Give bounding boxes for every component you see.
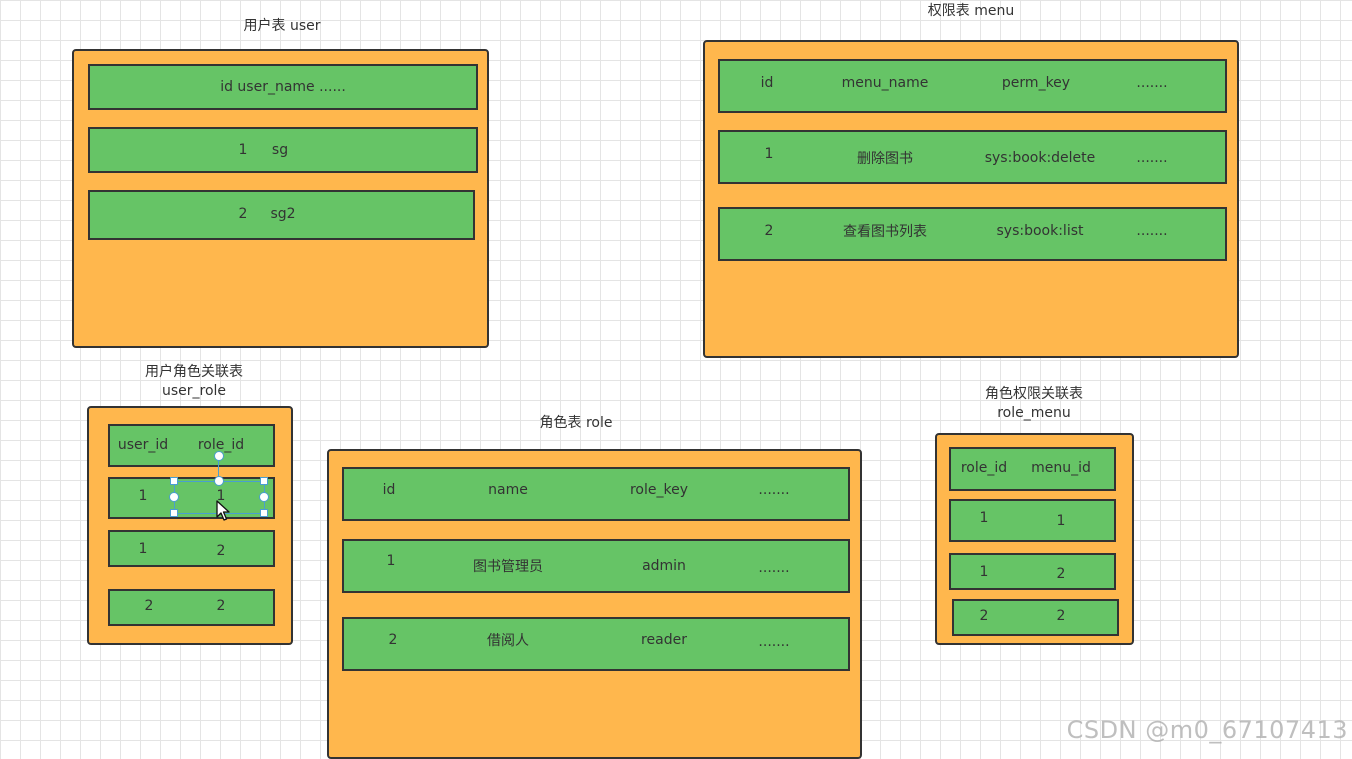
rotation-handle[interactable]: [214, 451, 224, 461]
menu-table-row[interactable]: 1 删除图书 sys:book:delete .......: [718, 130, 1227, 184]
user-name-cell: sg: [271, 142, 289, 158]
role-menu-row[interactable]: 1 1: [949, 499, 1116, 542]
role-menu-role-id-cell: 1: [979, 510, 989, 526]
user-role-row[interactable]: 1 2: [108, 530, 275, 567]
role-menu-role-id-cell: 1: [979, 564, 989, 580]
role-table-row[interactable]: 2 借阅人 reader .......: [342, 617, 850, 671]
resize-handle-bottom-right[interactable]: [260, 509, 268, 517]
menu-perm-key-cell: sys:book:list: [996, 223, 1084, 239]
role-menu-header-row[interactable]: role_id menu_id: [949, 447, 1116, 491]
user-name-cell: sg2: [270, 206, 296, 222]
role-menu-header-menu-id: menu_id: [1031, 460, 1091, 476]
user-role-header-row[interactable]: user_id role_id: [108, 424, 275, 467]
csdn-watermark: CSDN @m0_67107413: [1066, 716, 1348, 744]
menu-table[interactable]: id menu_name perm_key ....... 1 删除图书 sys…: [703, 40, 1239, 358]
role-table-title: 角色表 role: [539, 415, 613, 431]
role-menu-table-title-cn: 角色权限关联表: [985, 386, 1083, 402]
role-header-role-key: role_key: [629, 482, 689, 498]
user-table-header-row[interactable]: id user_name ......: [88, 64, 478, 110]
resize-handle-left[interactable]: [169, 492, 179, 502]
user-role-user-id-cell: 1: [138, 541, 148, 557]
user-role-user-id-cell: 1: [138, 488, 148, 504]
menu-ellipsis-cell: .......: [1136, 223, 1168, 239]
role-table[interactable]: id name role_key ....... 1 图书管理员 admin .…: [327, 449, 862, 759]
user-role-header-user-id: user_id: [117, 437, 169, 453]
menu-table-row[interactable]: 2 查看图书列表 sys:book:list .......: [718, 207, 1227, 261]
menu-id-cell: 1: [764, 146, 774, 162]
role-id-cell: 1: [386, 553, 396, 569]
user-table-title: 用户表 user: [243, 18, 321, 34]
user-table-row[interactable]: 1 sg: [88, 127, 478, 173]
resize-handle-top-left[interactable]: [170, 477, 178, 485]
role-key-cell: reader: [641, 632, 687, 648]
role-ellipsis-cell: .......: [758, 560, 790, 576]
user-role-table[interactable]: user_id role_id 1 1 1 2 2 2: [87, 406, 293, 645]
menu-header-ellipsis: .......: [1136, 75, 1168, 91]
user-role-role-id-cell: 1: [216, 488, 226, 504]
menu-ellipsis-cell: .......: [1136, 150, 1168, 166]
arrow-cursor-icon: [216, 500, 230, 521]
rotation-handle-stem: [218, 459, 219, 481]
menu-header-name: menu_name: [841, 75, 929, 91]
user-role-table-title-cn: 用户角色关联表: [145, 364, 243, 380]
menu-name-cell: 查看图书列表: [843, 224, 927, 240]
user-role-role-id-cell: 2: [216, 598, 226, 614]
role-id-cell: 2: [388, 632, 398, 648]
role-table-header-row[interactable]: id name role_key .......: [342, 467, 850, 521]
user-role-table-title-en: user_role: [161, 383, 227, 399]
user-role-user-id-cell: 2: [144, 598, 154, 614]
user-id-cell: 2: [238, 206, 248, 222]
menu-table-header-row[interactable]: id menu_name perm_key .......: [718, 59, 1227, 113]
role-table-row[interactable]: 1 图书管理员 admin .......: [342, 539, 850, 593]
user-table[interactable]: id user_name ...... 1 sg 2 sg2: [72, 49, 489, 348]
role-menu-row[interactable]: 2 2: [952, 599, 1119, 636]
user-role-row[interactable]: 1 1: [108, 477, 275, 519]
menu-name-cell: 删除图书: [857, 151, 913, 167]
role-header-id: id: [382, 482, 396, 498]
menu-id-cell: 2: [764, 223, 774, 239]
menu-table-title: 权限表 menu: [927, 3, 1015, 19]
user-table-row[interactable]: 2 sg2: [88, 190, 475, 240]
resize-handle-top-right[interactable]: [260, 477, 268, 485]
role-name-cell: 图书管理员: [473, 559, 543, 575]
role-header-ellipsis: .......: [758, 482, 790, 498]
resize-handle-right[interactable]: [259, 492, 269, 502]
role-menu-table[interactable]: role_id menu_id 1 1 1 2 2 2: [935, 433, 1134, 645]
user-role-header-role-id: role_id: [197, 437, 245, 453]
role-menu-role-id-cell: 2: [979, 608, 989, 624]
menu-perm-key-cell: sys:book:delete: [984, 150, 1096, 166]
role-ellipsis-cell: .......: [758, 634, 790, 650]
user-id-cell: 1: [238, 142, 248, 158]
menu-header-id: id: [760, 75, 774, 91]
resize-handle-bottom-left[interactable]: [170, 509, 178, 517]
role-menu-menu-id-cell: 2: [1056, 566, 1066, 582]
user-header-text: id user_name ......: [220, 79, 346, 95]
role-menu-header-role-id: role_id: [960, 460, 1008, 476]
role-name-cell: 借阅人: [487, 633, 529, 649]
role-header-name: name: [488, 482, 528, 498]
user-role-role-id-cell: 2: [216, 543, 226, 559]
resize-handle-top[interactable]: [214, 476, 224, 486]
role-key-cell: admin: [642, 558, 686, 574]
role-menu-menu-id-cell: 2: [1056, 608, 1066, 624]
user-role-row[interactable]: 2 2: [108, 589, 275, 626]
role-menu-menu-id-cell: 1: [1056, 513, 1066, 529]
role-menu-table-title-en: role_menu: [997, 405, 1071, 421]
menu-header-perm-key: perm_key: [1001, 75, 1071, 91]
role-menu-row[interactable]: 1 2: [949, 553, 1116, 590]
